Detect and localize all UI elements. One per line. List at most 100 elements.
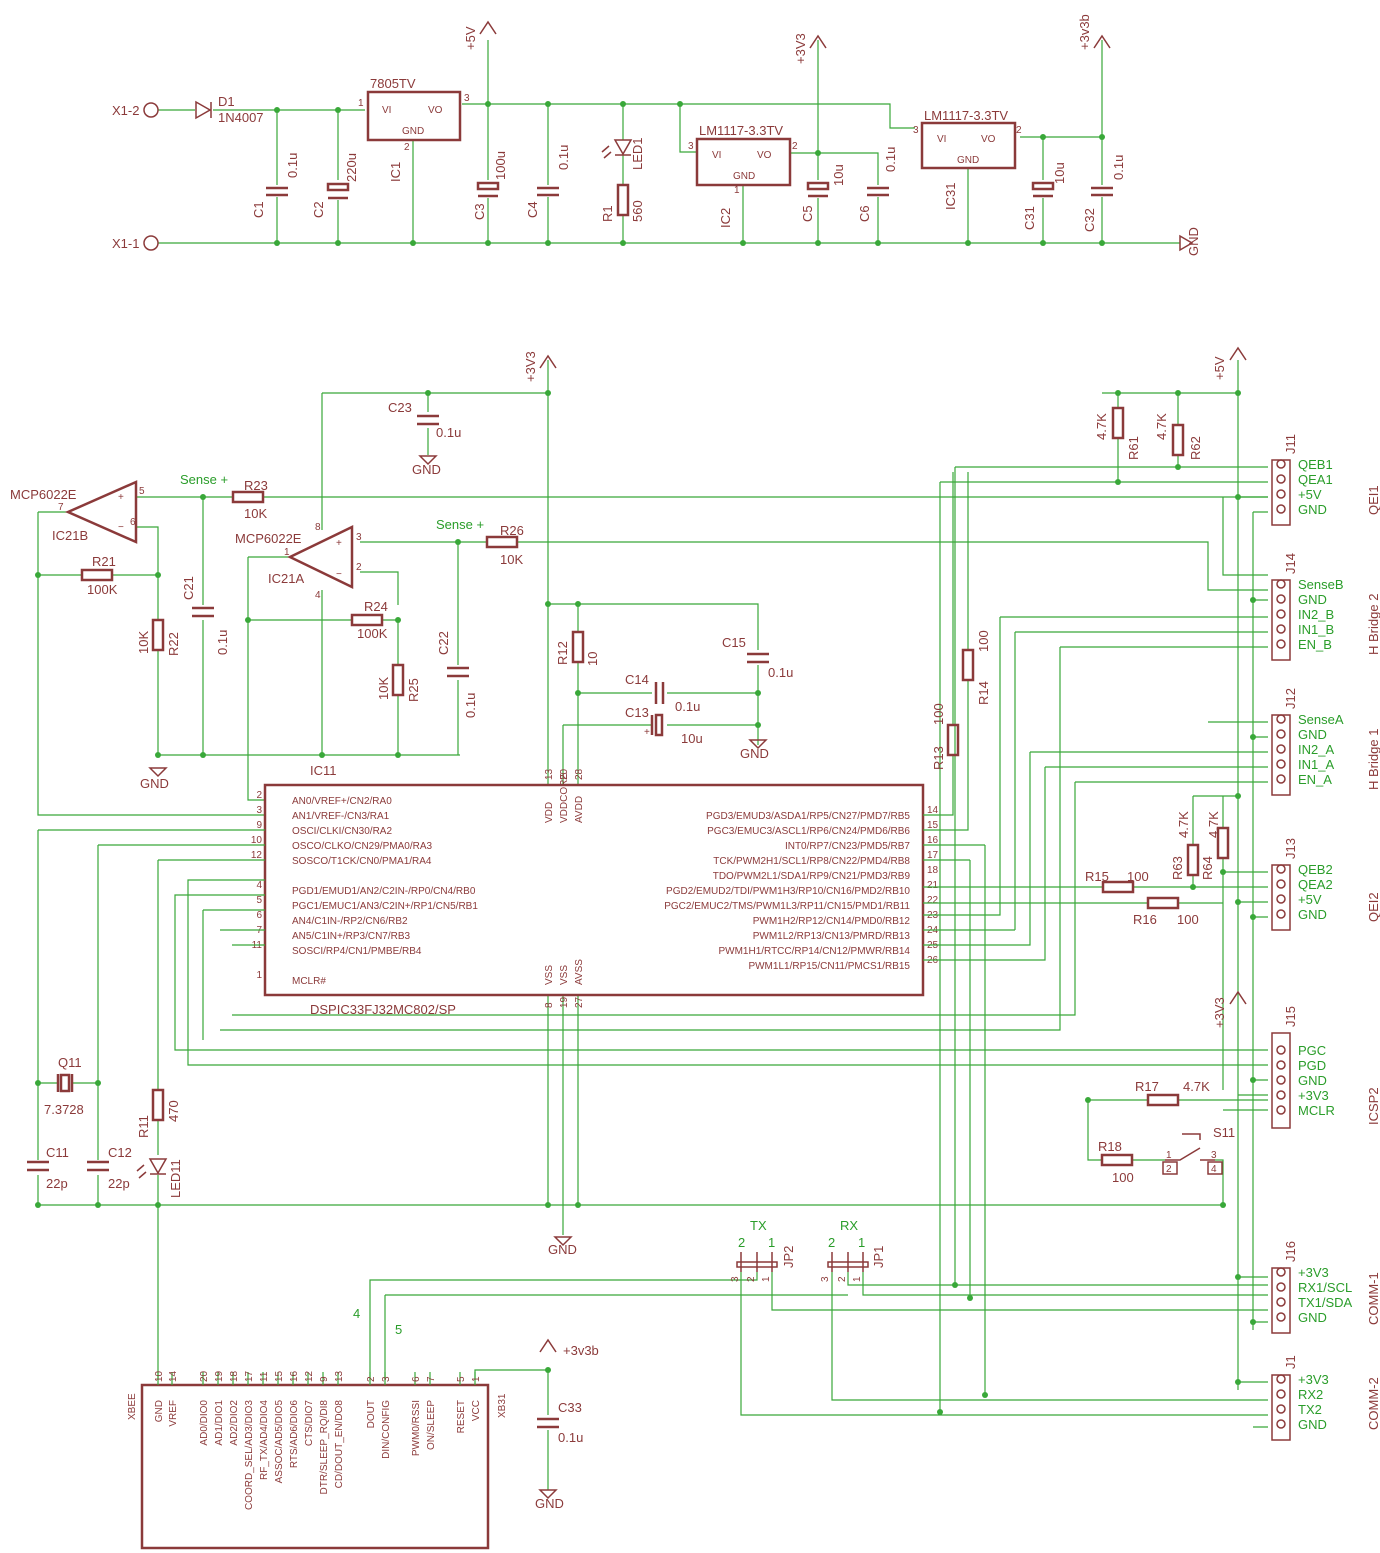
- ground-symbol-c23: [418, 455, 438, 466]
- reg3-label: LM1117-3.3TV: [924, 108, 1008, 123]
- mcu-pin-name: PGC3/EMUC3/ASCL1/RP6/CN24/PMD6/RB6: [707, 826, 910, 837]
- xbee-pin-name: VREF: [168, 1400, 179, 1427]
- c31-value: 10u: [1052, 162, 1067, 184]
- jp2-label: JP2: [781, 1246, 796, 1268]
- connector-pin: [1276, 1282, 1286, 1292]
- connector-pin: [1276, 594, 1286, 604]
- mcu-3v3-label: +3V3: [523, 351, 538, 382]
- xbee-3v3b-label: +3v3b: [563, 1343, 599, 1358]
- svg-text:4: 4: [1211, 1164, 1217, 1175]
- resistor-r21: [80, 568, 114, 582]
- connector-ref: J13: [1283, 838, 1298, 859]
- r23-value: 10K: [244, 506, 267, 521]
- connector-ref: J15: [1283, 1006, 1298, 1027]
- svg-text:2: 2: [356, 562, 362, 573]
- connector-ref: J1: [1283, 1355, 1298, 1369]
- r62-label: R62: [1188, 436, 1203, 460]
- r17-value: 4.7K: [1183, 1079, 1210, 1094]
- connector-pin-label: GND: [1298, 907, 1327, 922]
- resistor-r23: [231, 490, 265, 504]
- r21-value: 100K: [87, 582, 118, 597]
- connector-pin: [1276, 744, 1286, 754]
- c3-value: 100u: [493, 151, 508, 180]
- svg-text:3: 3: [730, 1276, 741, 1282]
- xbee-ref2: XB31: [497, 1393, 508, 1418]
- connector-pin-label: SenseB: [1298, 577, 1344, 592]
- diode-d1: [195, 100, 212, 120]
- r21-label: R21: [92, 554, 116, 569]
- mcu-pin-num: 2: [256, 790, 262, 801]
- r15-value: 100: [1127, 869, 1149, 884]
- reg3-vi: VI: [937, 134, 946, 145]
- r1-value: 560: [630, 200, 645, 222]
- pushbutton-s11: [1165, 1133, 1215, 1161]
- d1-label: D1: [218, 94, 235, 109]
- terminal-x1-2: [143, 102, 159, 118]
- c21-label: C21: [181, 576, 196, 600]
- supply-3v3-label: +3V3: [793, 33, 808, 64]
- rx-label: RX: [840, 1218, 858, 1233]
- xbee-pin-name: GND: [154, 1400, 165, 1422]
- c13-value: 10u: [681, 731, 703, 746]
- r61-value: 4.7K: [1094, 413, 1109, 440]
- xbee-pin-num: 13: [334, 1370, 345, 1382]
- svg-text:−: −: [118, 522, 124, 533]
- connector-pin: [1276, 1105, 1286, 1115]
- xbee-pin-num: 17: [244, 1370, 255, 1382]
- net-4-label: 4: [353, 1306, 360, 1321]
- r16-label: R16: [1133, 912, 1157, 927]
- connector-pin-label: IN1_B: [1298, 622, 1334, 637]
- connector-pin: [1276, 1267, 1286, 1277]
- resistor-r62: [1171, 423, 1185, 457]
- mcu-pin-name: AN0/VREF+/CN2/RA0: [292, 796, 392, 807]
- connector-pin-label: RX1/SCL: [1298, 1280, 1352, 1295]
- xbee-pin-name: ON/SLEEP: [426, 1400, 437, 1450]
- capacitor-c1: [266, 186, 288, 197]
- c14-label: C14: [625, 672, 649, 687]
- resistor-r18: [1100, 1153, 1134, 1167]
- reg2-vo: VO: [757, 150, 772, 161]
- svg-text:1: 1: [1166, 1150, 1172, 1161]
- xbee-pin-name: DOUT: [366, 1400, 377, 1428]
- capacitor-c21: [192, 606, 214, 618]
- xbee-pin-num: 18: [229, 1370, 240, 1382]
- q11-value: 7.3728: [44, 1102, 84, 1117]
- r63-label: R63: [1170, 856, 1185, 880]
- svg-text:2: 2: [792, 141, 798, 152]
- connector-pin-label: QEA2: [1298, 877, 1333, 892]
- mcu-pin-name: MCLR#: [292, 976, 326, 987]
- r62-value: 4.7K: [1154, 413, 1169, 440]
- mcu-pin-num: 18: [927, 865, 939, 876]
- svg-text:2: 2: [1166, 1164, 1172, 1175]
- c3-label: C3: [472, 203, 487, 220]
- connector-pin: [1276, 879, 1286, 889]
- connector-pin-label: QEB2: [1298, 862, 1333, 877]
- connector-pin: [1276, 1404, 1286, 1414]
- power-supply: X1-2 X1-1 D1 1N4007 C1 0.1u C2 220u 7805…: [112, 14, 1201, 256]
- svg-text:3: 3: [688, 141, 694, 152]
- mcu-pin-num: 6: [256, 910, 262, 921]
- ground-symbol-power: [1179, 234, 1194, 252]
- connector-pin-label: EN_A: [1298, 772, 1332, 787]
- tx-pin1-label: 1: [768, 1235, 775, 1250]
- svg-text:3: 3: [1211, 1150, 1217, 1161]
- connector-pin-label: QEA1: [1298, 472, 1333, 487]
- led-led11: [148, 1158, 168, 1175]
- mcu-pin-num: 3: [256, 805, 262, 816]
- mcu-gnd-label: GND: [548, 1242, 577, 1257]
- svg-text:+: +: [336, 538, 342, 549]
- resistor-r24: [350, 613, 384, 627]
- mcu-pin-name: PWM1L2/RP13/CN13/PMRD/RB13: [753, 931, 911, 942]
- connector-pin-label: GND: [1298, 1417, 1327, 1432]
- supply-arrow-3v3-io: [1229, 990, 1247, 1005]
- svg-text:+: +: [118, 492, 124, 503]
- xbee-pin-num: 2: [366, 1376, 377, 1382]
- mcu-pin-name: PGC2/EMUC2/TMS/PWM1L3/RP11/CN15/PMD1/RB1…: [664, 901, 910, 912]
- svg-text:5: 5: [139, 486, 145, 497]
- mcu-pin-num: 12: [251, 850, 263, 861]
- c32-value: 0.1u: [1111, 155, 1126, 180]
- resistor-r17: [1146, 1093, 1180, 1107]
- mcu-pin-num: 4: [256, 880, 262, 891]
- s11-label: S11: [1213, 1125, 1235, 1140]
- jp1-label: JP1: [871, 1246, 886, 1268]
